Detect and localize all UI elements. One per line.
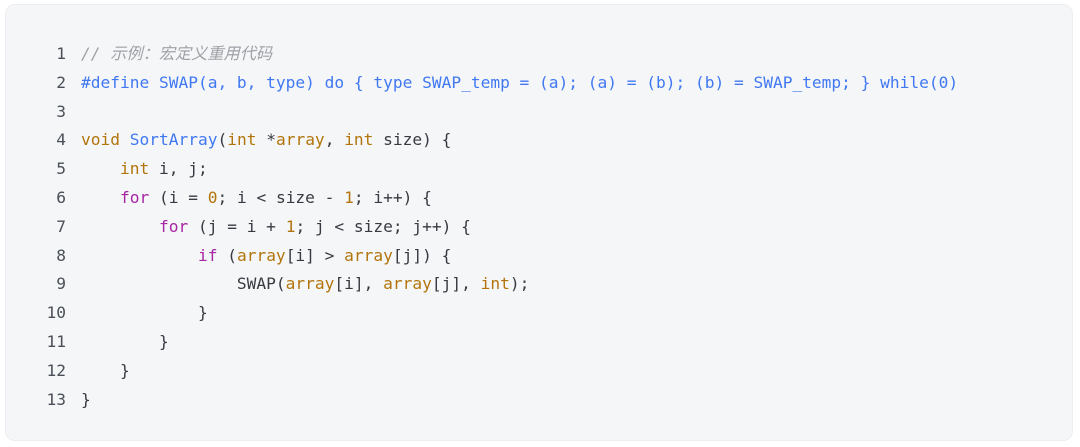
- code-line: 12 }: [6, 357, 1072, 386]
- code-token: SortArray: [129, 130, 218, 150]
- line-number: 12: [46, 360, 67, 380]
- line-number: 1: [56, 44, 66, 63]
- code-token: size) {: [373, 130, 452, 150]
- code-text: // 示例：宏定义重用代码: [81, 40, 272, 69]
- code-line: 5 int i, j;: [6, 155, 1072, 184]
- line-number: 8: [56, 245, 66, 265]
- code-token: ,: [324, 130, 345, 150]
- code-token: );: [509, 274, 530, 294]
- line-number: 10: [46, 303, 67, 323]
- code-line: 10 }: [6, 299, 1072, 328]
- line-number: 3: [56, 101, 66, 121]
- code-token: ; i < size -: [217, 187, 345, 207]
- code-token: [81, 246, 198, 265]
- code-token: (j = i +: [188, 216, 286, 236]
- code-token: int: [344, 130, 374, 150]
- line-number: 2: [56, 72, 66, 92]
- code-token: int: [227, 130, 257, 150]
- code-token: }: [81, 331, 169, 351]
- code-line: 3: [6, 98, 1072, 127]
- code-token: void: [81, 130, 120, 150]
- code-token: // 示例：宏定义重用代码: [81, 44, 273, 63]
- code-text: }: [81, 386, 91, 415]
- code-token: *: [256, 130, 276, 150]
- code-token: (i =: [149, 187, 208, 207]
- code-token: array: [383, 274, 432, 294]
- code-line: 2 #define SWAP(a, b, type) do { type SWAP…: [6, 69, 1072, 98]
- code-token: SWAP(: [81, 274, 286, 294]
- code-text: int i, j;: [81, 155, 208, 184]
- code-text: }: [81, 357, 130, 386]
- code-token: array: [275, 130, 325, 150]
- line-number: 4: [56, 130, 66, 150]
- code-token: for: [119, 187, 150, 207]
- code-token: ; i++) {: [353, 187, 432, 207]
- code-line: 9 SWAP(array[i], array[j], int);: [6, 270, 1072, 299]
- code-token: (: [217, 245, 237, 265]
- code-token: int: [119, 159, 150, 179]
- code-text: }: [81, 299, 208, 328]
- code-token: [120, 130, 130, 149]
- code-token: [j],: [431, 274, 481, 294]
- code-token: [j]) {: [392, 245, 452, 265]
- code-line: 6 for (i = 0; i < size - 1; i++) {: [6, 184, 1072, 213]
- line-number: 5: [56, 159, 66, 179]
- code-line: 1 // 示例：宏定义重用代码: [6, 40, 1072, 69]
- code-token: i, j;: [149, 159, 208, 179]
- code-token: }: [81, 389, 91, 409]
- code-block: 1 // 示例：宏定义重用代码 2 #define SWAP(a, b, type) …: [5, 4, 1073, 441]
- code-text: for (j = i + 1; j < size; j++) {: [81, 213, 471, 242]
- code-token: array: [285, 274, 335, 294]
- code-token: ; j < size; j++) {: [295, 216, 471, 236]
- line-number: 13: [46, 389, 67, 409]
- code-token: 1: [285, 216, 296, 236]
- code-token: }: [81, 303, 208, 323]
- code-token: [i] >: [285, 245, 345, 265]
- line-number: 9: [56, 274, 66, 294]
- code-token: (: [217, 130, 228, 150]
- code-token: 0: [207, 187, 218, 207]
- code-token: for: [158, 216, 189, 236]
- code-text: if (array[i] > array[j]) {: [81, 242, 451, 271]
- code-token: if: [197, 245, 218, 265]
- code-token: 1: [344, 187, 354, 207]
- code-text: #define SWAP(a, b, type) do { type SWAP_…: [81, 69, 958, 98]
- code-line: 13}: [6, 386, 1072, 415]
- code-text: }: [81, 328, 169, 357]
- code-text: SWAP(array[i], array[j], int);: [81, 270, 529, 299]
- code-token: [81, 188, 120, 207]
- code-token: [i],: [334, 274, 384, 294]
- code-text: for (i = 0; i < size - 1; i++) {: [81, 184, 432, 213]
- code-token: array: [236, 245, 286, 265]
- code-token: [81, 217, 159, 236]
- line-number: 6: [56, 187, 66, 207]
- code-line: 11 }: [6, 328, 1072, 357]
- code-token: array: [344, 245, 393, 265]
- code-text: void SortArray(int *array, int size) {: [81, 126, 451, 155]
- code-lines: 1 // 示例：宏定义重用代码 2 #define SWAP(a, b, type) …: [6, 40, 1072, 414]
- code-token: }: [81, 360, 130, 380]
- code-token: [81, 159, 120, 178]
- code-token: #define SWAP(a, b, type) do { type SWAP_…: [81, 72, 959, 92]
- line-number: 7: [56, 216, 66, 236]
- code-token: int: [480, 274, 510, 294]
- line-number: 11: [46, 331, 67, 351]
- code-line: 7 for (j = i + 1; j < size; j++) {: [6, 213, 1072, 242]
- code-line: 8 if (array[i] > array[j]) {: [6, 242, 1072, 271]
